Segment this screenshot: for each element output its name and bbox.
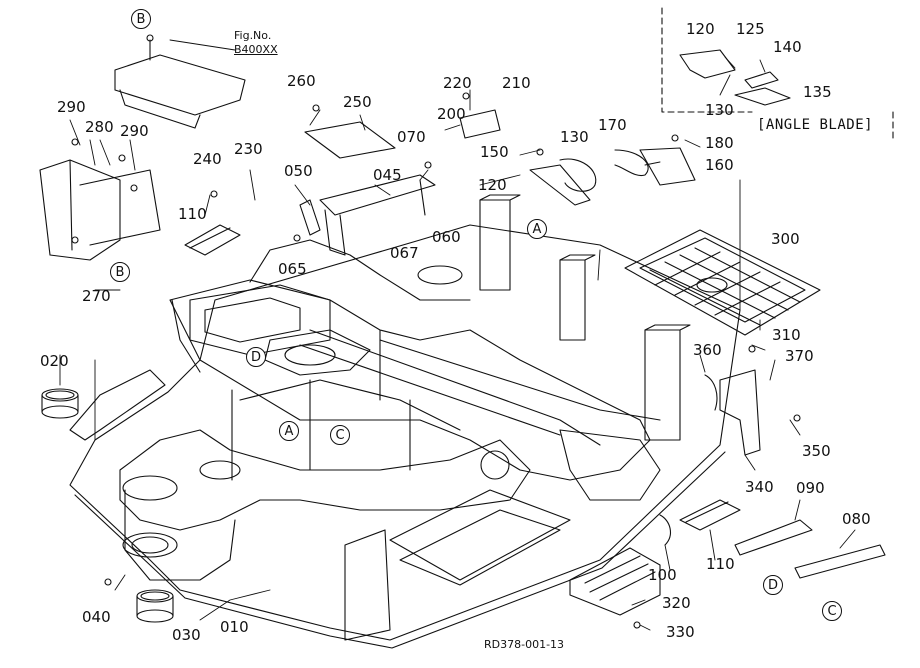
fig-no-value: B400XX bbox=[234, 43, 278, 56]
ring-170 bbox=[614, 149, 649, 177]
bracket-340 bbox=[719, 369, 761, 456]
callout-340: 340 bbox=[745, 478, 774, 496]
callout-080: 080 bbox=[842, 510, 871, 528]
drawing-number: RD378-001-13 bbox=[484, 638, 565, 651]
callout-110-b: 110 bbox=[706, 555, 735, 573]
ring-110 bbox=[184, 224, 241, 256]
plate-120-inset bbox=[679, 49, 736, 79]
callout-300: 300 bbox=[771, 230, 800, 248]
callout-270: 270 bbox=[82, 287, 111, 305]
callout-170: 170 bbox=[598, 116, 627, 134]
ref-c-right: C bbox=[822, 601, 842, 621]
callout-065: 065 bbox=[278, 260, 307, 278]
callout-020: 020 bbox=[40, 352, 69, 370]
bushing-020 bbox=[41, 388, 79, 419]
callout-160: 160 bbox=[705, 156, 734, 174]
callout-210: 210 bbox=[502, 74, 531, 92]
callout-070: 070 bbox=[397, 128, 426, 146]
bracket-top bbox=[114, 39, 246, 129]
callout-120-inset: 120 bbox=[686, 20, 715, 38]
callout-045: 045 bbox=[373, 166, 402, 184]
callout-125: 125 bbox=[736, 20, 765, 38]
callout-120-a: 120 bbox=[478, 176, 507, 194]
callout-240: 240 bbox=[193, 150, 222, 168]
callout-260: 260 bbox=[287, 72, 316, 90]
callout-230: 230 bbox=[234, 140, 263, 158]
callout-200: 200 bbox=[437, 105, 466, 123]
callout-280: 280 bbox=[85, 118, 114, 136]
callout-010: 010 bbox=[220, 618, 249, 636]
bracket-045 bbox=[299, 174, 436, 256]
ref-a-upper: A bbox=[527, 219, 547, 239]
callout-150: 150 bbox=[480, 143, 509, 161]
callout-040: 040 bbox=[82, 608, 111, 626]
grating-320 bbox=[569, 547, 661, 616]
clip-100 bbox=[659, 514, 671, 546]
fig-no-label: Fig.No. bbox=[234, 29, 272, 42]
callout-290-b: 290 bbox=[120, 122, 149, 140]
callout-030: 030 bbox=[172, 626, 201, 644]
plate-130 bbox=[559, 158, 597, 192]
inset-title: [ANGLE BLADE] bbox=[757, 117, 874, 133]
callout-250: 250 bbox=[343, 93, 372, 111]
callout-320: 320 bbox=[662, 594, 691, 612]
callout-220: 220 bbox=[443, 74, 472, 92]
grating-300 bbox=[624, 229, 821, 336]
callout-110-a: 110 bbox=[178, 205, 207, 223]
callout-060: 060 bbox=[432, 228, 461, 246]
ring-110-b bbox=[679, 499, 741, 531]
bushing-030 bbox=[136, 589, 174, 623]
callout-100: 100 bbox=[648, 566, 677, 584]
callout-350: 350 bbox=[802, 442, 831, 460]
callout-050: 050 bbox=[284, 162, 313, 180]
bracket-210 bbox=[459, 109, 501, 139]
ref-d-center: D bbox=[246, 347, 266, 367]
callout-130-inset: 130 bbox=[705, 101, 734, 119]
leader-lines bbox=[59, 39, 856, 631]
callout-090: 090 bbox=[796, 479, 825, 497]
ref-c-center: C bbox=[330, 425, 350, 445]
callout-135: 135 bbox=[803, 83, 832, 101]
callout-290-a: 290 bbox=[57, 98, 86, 116]
cover-270 bbox=[39, 159, 161, 261]
sheet-250 bbox=[304, 121, 396, 159]
part-135 bbox=[734, 87, 791, 106]
callout-140: 140 bbox=[773, 38, 802, 56]
callout-310: 310 bbox=[772, 326, 801, 344]
clip-360 bbox=[704, 374, 718, 411]
bolts bbox=[71, 34, 801, 629]
callout-370: 370 bbox=[785, 347, 814, 365]
plate-160 bbox=[639, 147, 696, 186]
strip-080 bbox=[794, 544, 886, 579]
main-frame bbox=[69, 194, 741, 649]
plate-120 bbox=[529, 164, 591, 206]
callout-130-a: 130 bbox=[560, 128, 589, 146]
ref-a-lower: A bbox=[279, 421, 299, 441]
inset-border bbox=[661, 7, 753, 113]
ref-d-right: D bbox=[763, 575, 783, 595]
part-140 bbox=[744, 71, 779, 89]
strip-090 bbox=[734, 519, 813, 556]
ref-b-left: B bbox=[110, 262, 130, 282]
callout-360: 360 bbox=[693, 341, 722, 359]
callout-330: 330 bbox=[666, 623, 695, 641]
callout-180: 180 bbox=[705, 134, 734, 152]
callout-067: 067 bbox=[390, 244, 419, 262]
ref-b-top: B bbox=[131, 9, 151, 29]
